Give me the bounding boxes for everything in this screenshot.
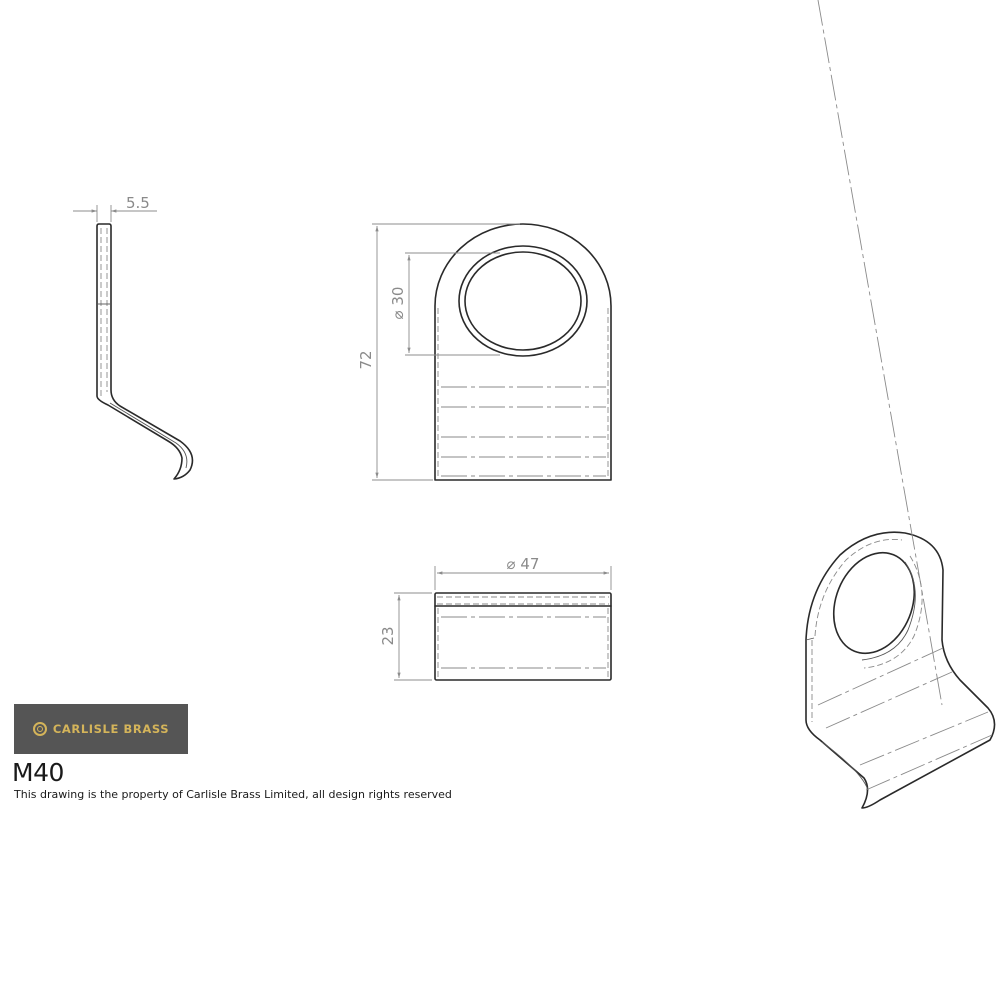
side-view: 5.5 bbox=[73, 194, 194, 480]
diameter-dimension-label: ⌀ 47 bbox=[507, 555, 540, 573]
carlisle-brass-c-mark-icon bbox=[32, 722, 47, 736]
bottom-view: ⌀ 47 23 bbox=[379, 555, 612, 681]
brand-logo: CARLISLE BRASS bbox=[14, 704, 188, 754]
isometric-view bbox=[805, 0, 996, 809]
brand-name: CARLISLE BRASS bbox=[52, 722, 170, 736]
thickness-dimension-label: 5.5 bbox=[126, 194, 150, 212]
depth-dimension-label: 23 bbox=[379, 626, 397, 645]
hole-diameter-dimension-label: ⌀ 30 bbox=[389, 287, 407, 320]
copyright-notice: This drawing is the property of Carlisle… bbox=[14, 788, 452, 801]
model-code: M40 bbox=[12, 758, 64, 787]
height-dimension-label: 72 bbox=[357, 350, 375, 369]
front-view: 72 ⌀ 30 bbox=[357, 223, 612, 481]
